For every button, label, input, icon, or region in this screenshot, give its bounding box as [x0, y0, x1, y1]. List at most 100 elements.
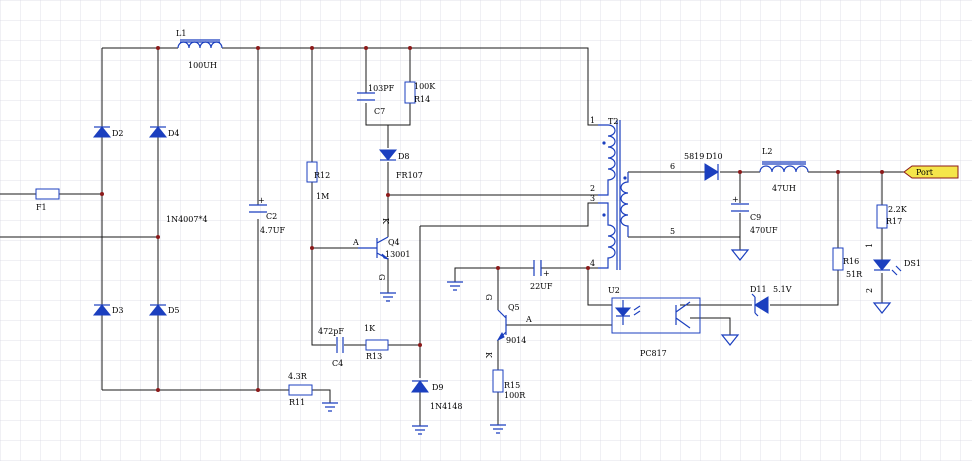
t2-pin6: 6 — [670, 162, 675, 171]
q4-pin-k: K — [381, 218, 390, 225]
port-label: Port — [916, 168, 934, 177]
d9-value: 1N4148 — [430, 402, 462, 411]
resistor-r16: R16 51R — [832, 247, 863, 279]
d10-label: D10 — [706, 152, 723, 161]
t2-pin2: 2 — [590, 184, 595, 193]
q5-label: Q5 — [508, 303, 520, 312]
q5-pin-k: K — [484, 352, 493, 359]
ground-icon — [322, 402, 338, 412]
resistor-r13: 1K R13 — [364, 324, 389, 361]
c1-value: 22UF — [530, 282, 553, 291]
ds1-pin2: 2 — [865, 288, 874, 293]
r14-value: 100K — [414, 82, 436, 91]
q4-pin-a: A — [352, 238, 359, 247]
u2-value: PC817 — [640, 349, 667, 358]
capacitor-c7: 103PF C7 — [357, 84, 395, 116]
u2-label: U2 — [608, 286, 620, 295]
transistor-q4: Q4 13001 A K G — [352, 218, 410, 280]
ground-icon — [872, 302, 892, 314]
d8-value: FR107 — [396, 171, 423, 180]
ds1-pin1: 1 — [865, 243, 874, 248]
l1-value: 100UH — [188, 61, 217, 70]
ground-icon — [412, 425, 428, 435]
ground-icon — [380, 292, 396, 302]
transformer-t2: T2 1 2 3 4 5 6 — [590, 116, 675, 270]
capacitor-c9: + C9 470UF — [731, 195, 778, 235]
ground-icon — [730, 249, 750, 261]
q4-pin-g: G — [377, 274, 386, 280]
junctions — [100, 46, 884, 392]
c9-label: C9 — [750, 213, 761, 222]
r12-value: 1M — [316, 192, 329, 201]
diode-d2: D2 — [92, 126, 124, 138]
r16-value: 51R — [846, 270, 863, 279]
r13-label: R13 — [366, 352, 382, 361]
inductor-l2: L2 47UH — [759, 147, 809, 193]
svg-text:+: + — [258, 196, 265, 205]
diode-d5: D5 — [148, 304, 180, 316]
transistor-q5: Q5 9014 A G K — [484, 294, 532, 359]
r15-label: R15 — [504, 381, 520, 390]
resistor-r15: R15 100R — [492, 369, 526, 400]
c4-label: C4 — [332, 359, 343, 368]
t2-label: T2 — [608, 117, 618, 126]
d3-label: D3 — [112, 306, 124, 315]
ground-icon — [720, 334, 740, 346]
diode-d10: 5819 D10 — [684, 152, 723, 181]
r17-label: R17 — [886, 217, 902, 226]
t2-pin4: 4 — [590, 259, 595, 268]
optocoupler-u2: U2 PC817 — [608, 286, 701, 358]
l2-value: 47UH — [772, 184, 796, 193]
t2-pin1: 1 — [590, 116, 595, 125]
d8-label: D8 — [398, 152, 410, 161]
diode-d9: D9 1N4148 — [411, 380, 462, 411]
q5-value: 9014 — [506, 336, 526, 345]
ground-icon — [447, 281, 463, 291]
r14-label: R14 — [414, 95, 430, 104]
resistor-r12: R12 1M — [306, 161, 330, 201]
r11-value: 4.3R — [288, 372, 308, 381]
q4-label: Q4 — [388, 238, 400, 247]
q5-pin-a: A — [525, 315, 532, 324]
capacitor-c4: 472pF C4 — [318, 327, 344, 368]
d11-label: D11 — [750, 285, 767, 294]
r16-label: R16 — [843, 257, 859, 266]
fuse-f1: F1 — [35, 188, 60, 212]
port-output: Port — [903, 165, 959, 179]
resistor-r11: 4.3R R11 — [288, 372, 313, 407]
f1-label: F1 — [36, 203, 47, 212]
t2-pin5: 5 — [670, 227, 675, 236]
diode-d3: D3 — [92, 304, 124, 316]
r11-label: R11 — [289, 398, 305, 407]
ds1-label: DS1 — [904, 259, 921, 268]
diode-d8: D8 FR107 — [378, 149, 423, 180]
r12-label: R12 — [314, 171, 330, 180]
q5-pin-g: G — [484, 294, 493, 300]
t2-pin3: 3 — [590, 194, 595, 203]
c2-label: C2 — [266, 212, 277, 221]
c4-value: 472pF — [318, 327, 344, 336]
led-ds1: DS1 1 2 — [865, 243, 921, 293]
r17-value: 2.2K — [888, 205, 908, 214]
svg-text:+: + — [732, 195, 739, 204]
capacitor-c2: + C2 4.7UF — [249, 196, 285, 235]
svg-text:+: + — [543, 269, 550, 278]
d5-label: D5 — [168, 306, 180, 315]
r15-value: 100R — [504, 391, 526, 400]
c7-value: 103PF — [368, 84, 395, 93]
bridge-part-label: 1N4007*4 — [166, 215, 208, 224]
d9-label: D9 — [432, 383, 444, 392]
wires — [0, 47, 904, 426]
c9-value: 470UF — [750, 226, 778, 235]
ground-icon — [490, 424, 506, 434]
d10-value: 5819 — [684, 152, 704, 161]
d2-label: D2 — [112, 129, 124, 138]
q4-value: 13001 — [385, 250, 410, 259]
l1-label: L1 — [176, 29, 186, 38]
zener-d11: D11 5.1V — [750, 285, 792, 317]
resistor-r17: 2.2K R17 — [876, 204, 908, 229]
resistor-r14: 100K R14 — [404, 81, 436, 104]
d11-value: 5.1V — [773, 285, 792, 294]
